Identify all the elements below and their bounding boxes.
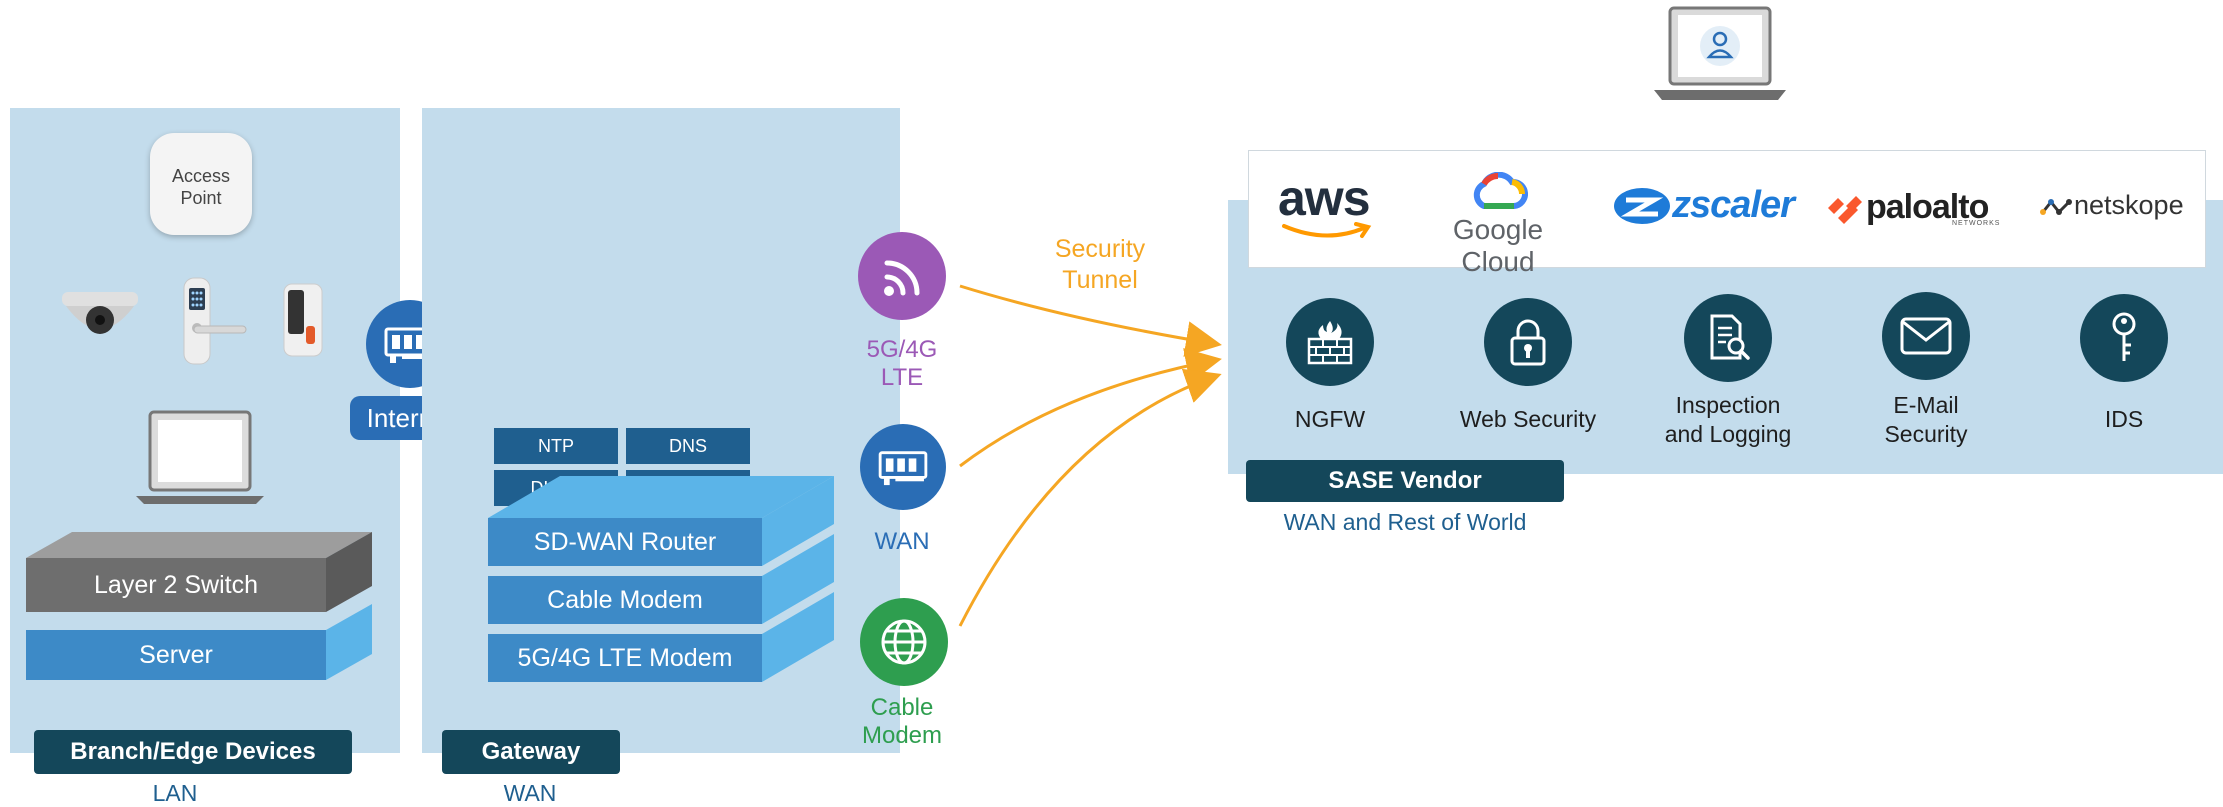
service-inspection-logging: Inspection and Logging xyxy=(1664,392,1792,447)
remote-user-laptop xyxy=(1654,6,1786,100)
wireless-signal-icon xyxy=(858,232,946,320)
branch-subtitle: LAN xyxy=(152,780,198,806)
zscaler-icon xyxy=(1614,188,1670,224)
zscaler-text: zscaler xyxy=(1672,184,1795,226)
server-slab xyxy=(26,604,372,680)
envelope-icon xyxy=(1882,292,1970,380)
service-ids: IDS xyxy=(2104,406,2144,432)
paloalto-subtext: NETWORKS xyxy=(1952,220,2001,227)
laptop-icon xyxy=(136,410,264,504)
service-web-security: Web Security xyxy=(1459,406,1597,432)
key-icon xyxy=(2080,294,2168,382)
switch-label: Layer 2 Switch xyxy=(94,570,258,599)
gateway-stack xyxy=(488,476,834,682)
lock-icon xyxy=(1484,298,1572,386)
link-lte-label: 5G/4G LTE xyxy=(866,336,938,391)
aws-logo-text: aws xyxy=(1278,170,1371,226)
security-tunnel-label: Security Tunnel xyxy=(1054,235,1146,294)
chip-ntp: NTP xyxy=(494,428,618,464)
google-cloud-icon xyxy=(1473,172,1528,209)
document-search-icon xyxy=(1684,294,1772,382)
chip-dns: DNS xyxy=(626,428,750,464)
access-point-label: Access Point xyxy=(171,166,231,208)
netskope-text: netskope xyxy=(2074,190,2184,220)
switch-slab xyxy=(26,532,372,612)
paloalto-text: paloalto xyxy=(1866,188,1989,226)
aws-logo: aws xyxy=(1278,172,1376,246)
layer-sdwan-router: SD-WAN Router xyxy=(533,527,717,556)
access-point: Access Point xyxy=(150,133,252,235)
service-ngfw: NGFW xyxy=(1294,406,1366,432)
google-cloud-text: Google Cloud xyxy=(1452,214,1544,277)
server-label: Server xyxy=(139,640,213,669)
layer-cable-modem: Cable Modem xyxy=(547,585,703,614)
sase-title: SASE Vendor xyxy=(1246,460,1564,502)
gateway-title: Gateway xyxy=(442,730,620,774)
firewall-icon xyxy=(1286,298,1374,386)
card-reader-icon xyxy=(283,283,323,357)
sase-subtitle: WAN and Rest of World xyxy=(1283,509,1527,535)
wan-network-card-icon xyxy=(860,424,946,510)
branch-title: Branch/Edge Devices xyxy=(34,730,352,774)
camera-icon xyxy=(62,292,138,334)
link-cable-label: Cable Modem xyxy=(861,694,943,749)
door-lock-icon xyxy=(183,277,247,365)
link-wan-label: WAN xyxy=(874,528,930,555)
layer-lte-modem: 5G/4G LTE Modem xyxy=(517,643,733,672)
security-tunnel-arrows xyxy=(958,284,1222,627)
netskope-icon xyxy=(2040,199,2072,215)
paloalto-icon xyxy=(1828,196,1862,224)
service-email-security: E-Mail Security xyxy=(1884,392,1968,447)
globe-icon xyxy=(860,598,948,686)
gateway-subtitle: WAN xyxy=(503,780,557,806)
